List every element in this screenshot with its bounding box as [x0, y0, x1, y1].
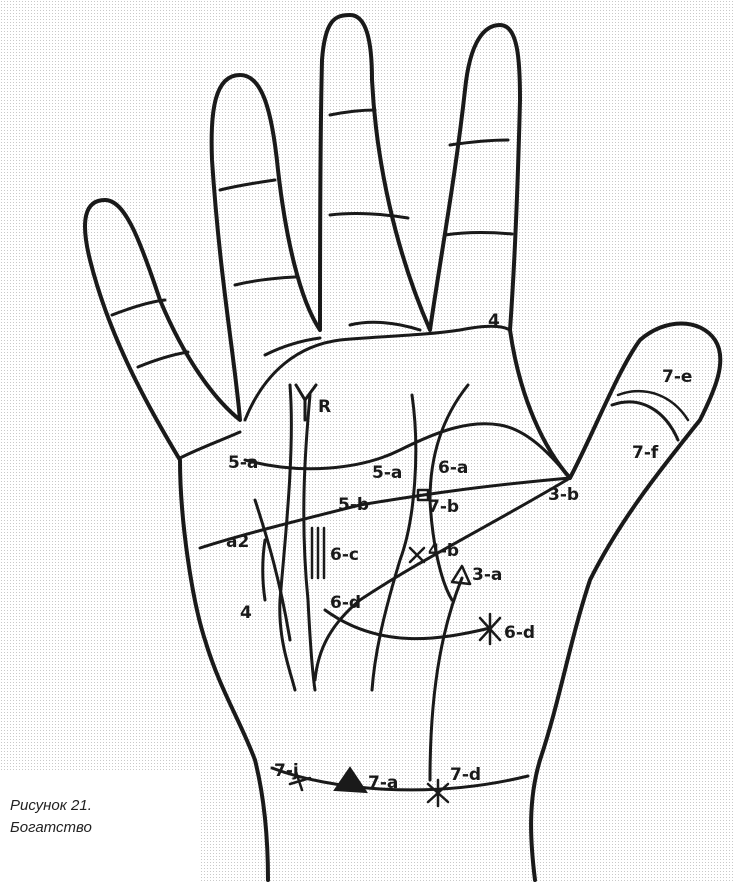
label-4: 4: [240, 603, 252, 623]
label-r: R: [318, 397, 331, 417]
thumb-crease-2: [618, 391, 688, 420]
label-4-top: 4: [488, 311, 500, 331]
label-6d: 6-d: [504, 623, 535, 643]
finger-crease: [220, 180, 275, 190]
label-5a-mid: 5-a: [372, 463, 402, 483]
finger-crease: [330, 214, 408, 218]
label-3a: 3-a: [472, 565, 502, 585]
label-7a: 7-a: [368, 773, 398, 793]
finger-crease: [112, 300, 165, 315]
label-7b: 7-b: [428, 497, 459, 517]
label-3b: 3-b: [548, 485, 579, 505]
label-4b: 4-b: [428, 541, 459, 561]
finger-crease: [138, 352, 188, 367]
label-5b: 5-b: [338, 495, 369, 515]
finger-crease: [330, 110, 375, 115]
finger-crease: [235, 277, 295, 285]
vertical-line-3: [372, 395, 416, 690]
line-4: [263, 540, 265, 600]
grille-mark-6c: [312, 528, 324, 578]
label-7f: 7-f: [632, 443, 659, 463]
fork-mark: [296, 385, 316, 420]
finger-crease: [350, 322, 420, 330]
cross-mark-4b: [410, 548, 424, 562]
finger-crease: [445, 233, 512, 235]
vertical-line-2: [304, 395, 315, 690]
heart-line: [245, 424, 570, 478]
line-to-6d: [325, 610, 490, 639]
label-7d: 7-d: [450, 765, 481, 785]
star-mark-7d: [428, 780, 448, 806]
caption-line-1: Рисунок 21.: [10, 795, 92, 817]
figure-caption: Рисунок 21. Богатство: [10, 795, 92, 839]
head-line: [200, 478, 570, 548]
label-6a: 6-a: [438, 458, 468, 478]
label-7e: 7-e: [662, 367, 692, 387]
label-a2: a2: [226, 532, 249, 552]
fate-line: [280, 385, 295, 690]
diagonal-line: [255, 500, 290, 640]
thumb-crease: [612, 402, 678, 440]
label-7j: 7-j: [274, 761, 299, 781]
label-6c: 6-c: [330, 545, 359, 565]
vertical-line-5: [430, 578, 462, 780]
label-6d-small: 6-d: [330, 593, 361, 613]
caption-line-2: Богатство: [10, 817, 92, 839]
label-5a-left: 5-a: [228, 453, 258, 473]
triangle-mark-7a: [335, 768, 366, 792]
finger-base-line: [245, 326, 510, 420]
